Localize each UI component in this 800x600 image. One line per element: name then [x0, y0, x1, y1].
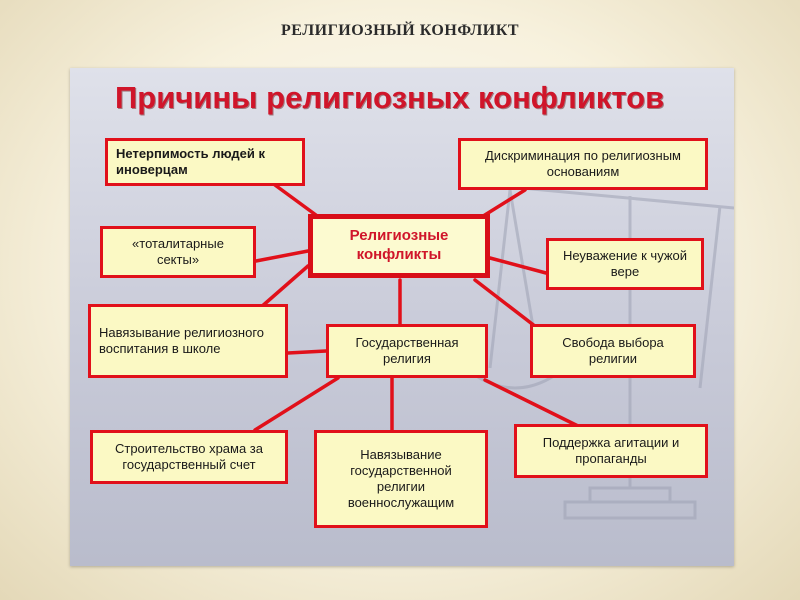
cause-imposed-education-label: Навязывание религиозного воспитания в шк…: [99, 324, 265, 356]
diagram-panel: Причины религиозных конфликтов: [70, 68, 734, 566]
cause-state-religion-box: Государственная религия: [326, 324, 488, 378]
connector-imposed-education: [258, 264, 310, 310]
connector-sects: [254, 249, 310, 263]
cause-intolerance-box: Нетерпимость людей к иноверцам: [105, 138, 305, 186]
connector-disrespect: [488, 256, 548, 275]
cause-imposed-military-label: Навязывание государственной религии воен…: [347, 446, 455, 511]
core-religious-conflicts-box: Религиозные конфликты: [308, 214, 490, 278]
cause-sects-box: «тоталитарные секты»: [100, 226, 256, 278]
cause-freedom-choice-box: Свобода выбора религии: [530, 324, 696, 378]
connector-temple: [253, 376, 340, 432]
connector-freedom-choice: [473, 278, 542, 332]
cause-imposed-education-box: Навязывание религиозного воспитания в шк…: [88, 304, 288, 378]
cause-state-religion-label: Государственная религия: [355, 334, 459, 366]
connector-intolerance: [273, 183, 322, 220]
slide-title: РЕЛИГИОЗНЫЙ КОНФЛИКТ: [281, 22, 519, 39]
cause-agitation-box: Поддержка агитации и пропаганды: [514, 424, 708, 478]
connector-lines: [253, 183, 580, 432]
cause-disrespect-label: Неуважение к чужой вере: [562, 247, 688, 279]
cause-imposed-military-box: Навязывание государственной религии воен…: [314, 430, 488, 528]
cause-sects-label: «тоталитарные секты»: [132, 235, 224, 267]
connector-discrimination: [478, 188, 527, 220]
connector-agitation: [483, 378, 580, 428]
diagram-heading: Причины религиозных конфликтов: [115, 80, 665, 115]
cause-discrimination-box: Дискриминация по религиозным основаниям: [458, 138, 708, 190]
cause-intolerance-label: Нетерпимость людей к иноверцам: [116, 145, 266, 177]
cause-discrimination-label: Дискриминация по религиозным основаниям: [485, 147, 681, 179]
cause-temple-construction-label: Строительство храма за государственный с…: [114, 440, 263, 472]
cause-freedom-choice-label: Свобода выбора религии: [562, 334, 664, 366]
core-religious-conflicts-label: Религиозные конфликты: [349, 227, 449, 263]
connector-state-education: [286, 349, 328, 355]
cause-agitation-label: Поддержка агитации и пропаганды: [542, 434, 680, 466]
cause-disrespect-box: Неуважение к чужой вере: [546, 238, 704, 290]
cause-temple-construction-box: Строительство храма за государственный с…: [90, 430, 288, 484]
